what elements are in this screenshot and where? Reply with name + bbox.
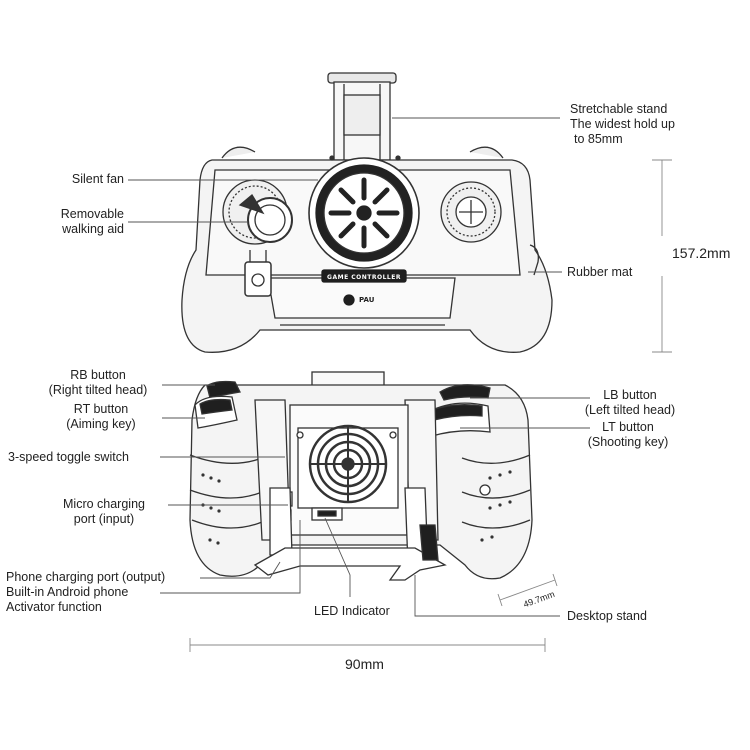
rt-button-label-line1: RT button — [73, 402, 129, 416]
height-dimension: 157.2mm — [672, 245, 731, 261]
lb-button-label: LB button (Left tilted head) — [568, 388, 692, 418]
lb-button-label-line2: (Left tilted head) — [584, 403, 676, 417]
stand-label-line3: to 85mm — [574, 132, 623, 146]
stand-label-line2: The widest hold up — [570, 117, 675, 131]
logo-text: PAU — [359, 296, 375, 304]
rt-button-icon — [194, 395, 238, 429]
rb-button-label-line1: RB button — [70, 368, 126, 382]
dimension-lines — [189, 159, 672, 652]
stretchable-stand-icon — [327, 72, 397, 161]
rt-button-label-line2: (Aiming key) — [66, 417, 136, 431]
phone-port-label-line1: Phone charging port (output) — [6, 570, 166, 584]
rb-button-label: RB button (Right tilted head) — [30, 368, 166, 398]
plate-text: GAME CONTROLLER — [327, 274, 401, 281]
micro-port-label-line2: port (input) — [73, 512, 135, 526]
walking-aid-label: Removable walking aid — [61, 207, 124, 237]
walking-aid-label-line2: walking aid — [62, 222, 124, 236]
toggle-switch-label: 3-speed toggle switch — [8, 450, 129, 464]
led-indicator-label: LED Indicator — [314, 604, 390, 618]
walking-aid-bracket-icon — [244, 250, 272, 297]
lb-button-label-line1: LB button — [603, 388, 657, 402]
lt-button-label-line2: (Shooting key) — [587, 435, 669, 449]
phone-port-label-line3: Activator function — [6, 600, 102, 614]
stand-label: Stretchable stand The widest hold up to … — [570, 102, 675, 147]
right-stick-icon — [440, 181, 502, 243]
top-controller-illustration — [181, 72, 553, 353]
micro-port-label: Micro charging port (input) — [44, 497, 164, 527]
leader-lines — [128, 117, 590, 617]
walking-aid-label-line1: Removable — [60, 207, 124, 221]
phone-port-label-line2: Built-in Android phone — [6, 585, 129, 599]
silent-fan-label: Silent fan — [71, 172, 124, 186]
lt-button-icon — [427, 402, 491, 437]
rubber-mat-label: Rubber mat — [567, 265, 633, 279]
desktop-stand-label: Desktop stand — [567, 609, 647, 623]
lt-button-label: LT button (Shooting key) — [572, 420, 684, 450]
rt-button-label: RT button (Aiming key) — [46, 402, 156, 432]
stand-label-line1: Stretchable stand — [570, 102, 668, 116]
rb-button-label-line2: (Right tilted head) — [48, 383, 148, 397]
plate-shape — [321, 269, 407, 283]
width-dimension: 90mm — [345, 656, 384, 672]
silent-fan-icon — [308, 157, 420, 269]
depth-dimension: 49.7mm — [522, 589, 556, 610]
bottom-controller-illustration — [189, 371, 533, 581]
rear-fan-grill-icon — [297, 424, 399, 509]
lt-button-label-line1: LT button — [602, 420, 654, 434]
phone-port-label: Phone charging port (output) Built-in An… — [6, 570, 165, 615]
left-stick-icon — [222, 179, 293, 245]
micro-port-label-line1: Micro charging — [63, 497, 145, 511]
